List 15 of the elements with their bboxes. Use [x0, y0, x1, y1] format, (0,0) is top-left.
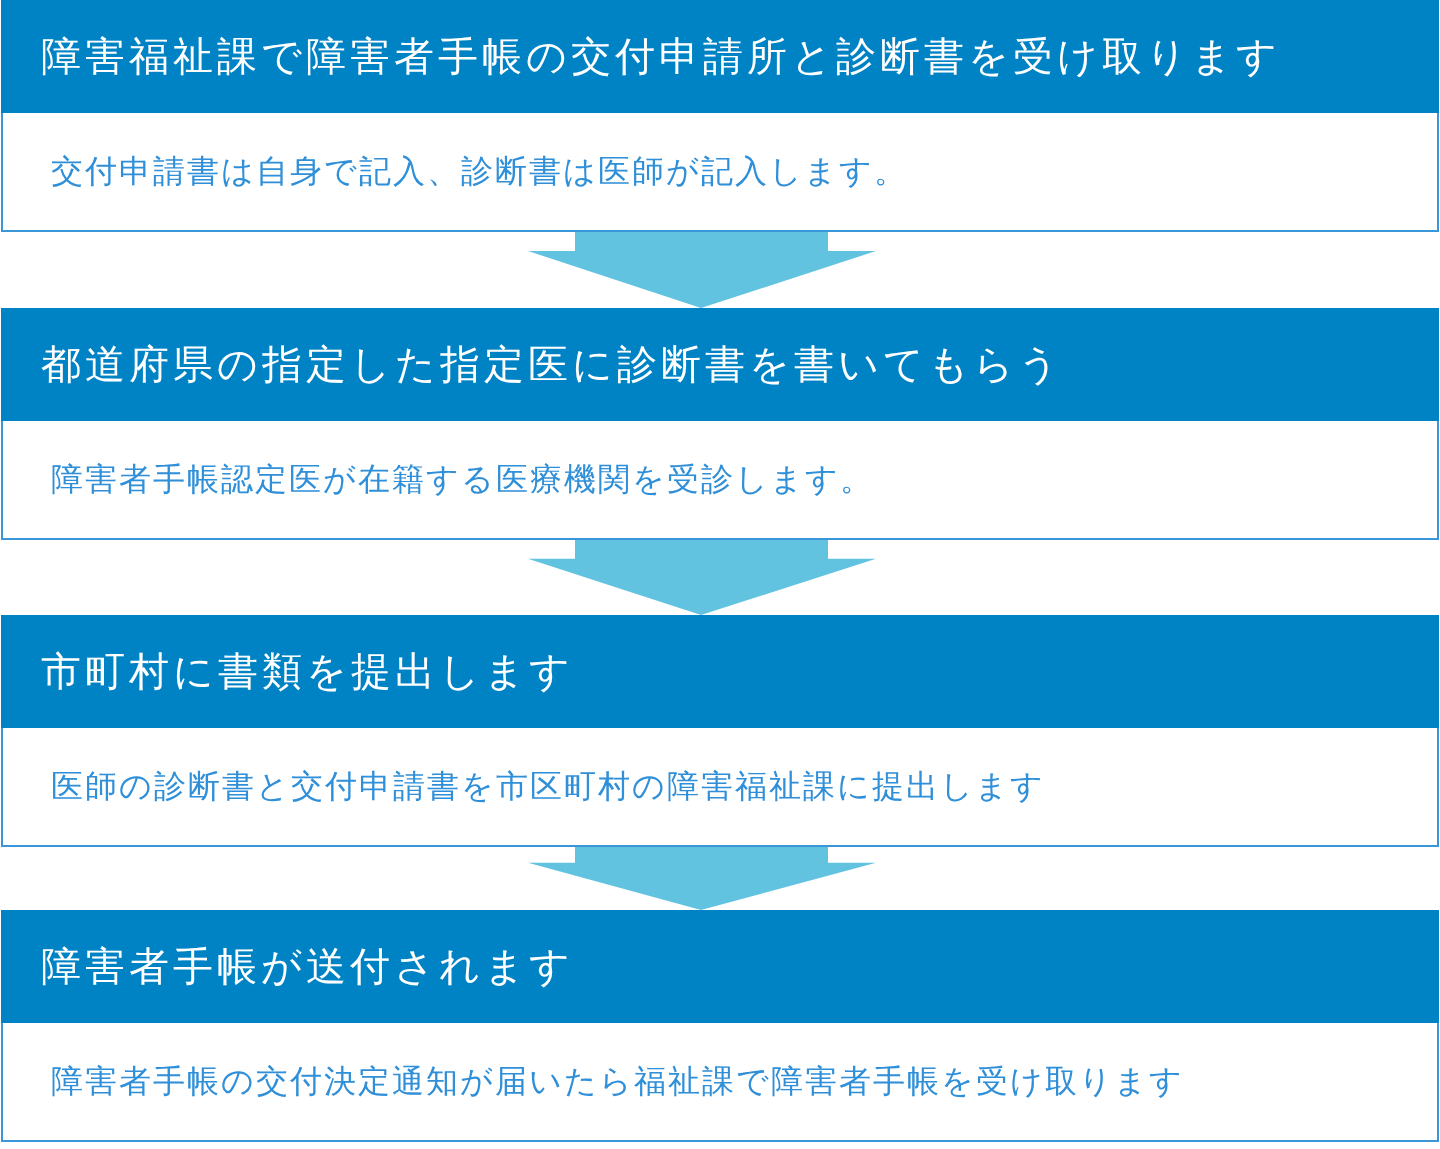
- step-description: 交付申請書は自身で記入、診断書は医師が記入します。: [51, 151, 908, 192]
- step-heading: 障害福祉課で障害者手帳の交付申請所と診断書を受け取ります: [1, 0, 1439, 113]
- step-heading: 都道府県の指定した指定医に診断書を書いてもらう: [1, 308, 1439, 421]
- step-heading: 障害者手帳が送付されます: [1, 910, 1439, 1023]
- step-card: [1, 308, 1439, 540]
- step-heading: 市町村に書類を提出します: [1, 615, 1439, 728]
- down-arrow: [528, 232, 876, 308]
- step-card: [1, 0, 1439, 232]
- down-arrow: [528, 847, 876, 910]
- down-arrow: [528, 540, 876, 615]
- step-description: 医師の診断書と交付申請書を市区町村の障害福祉課に提出します: [51, 766, 1045, 807]
- step-card: [1, 910, 1439, 1142]
- step-card: [1, 615, 1439, 847]
- step-description: 障害者手帳の交付決定通知が届いたら福祉課で障害者手帳を受け取ります: [51, 1061, 1184, 1102]
- step-description: 障害者手帳認定医が在籍する医療機関を受診します。: [51, 459, 874, 500]
